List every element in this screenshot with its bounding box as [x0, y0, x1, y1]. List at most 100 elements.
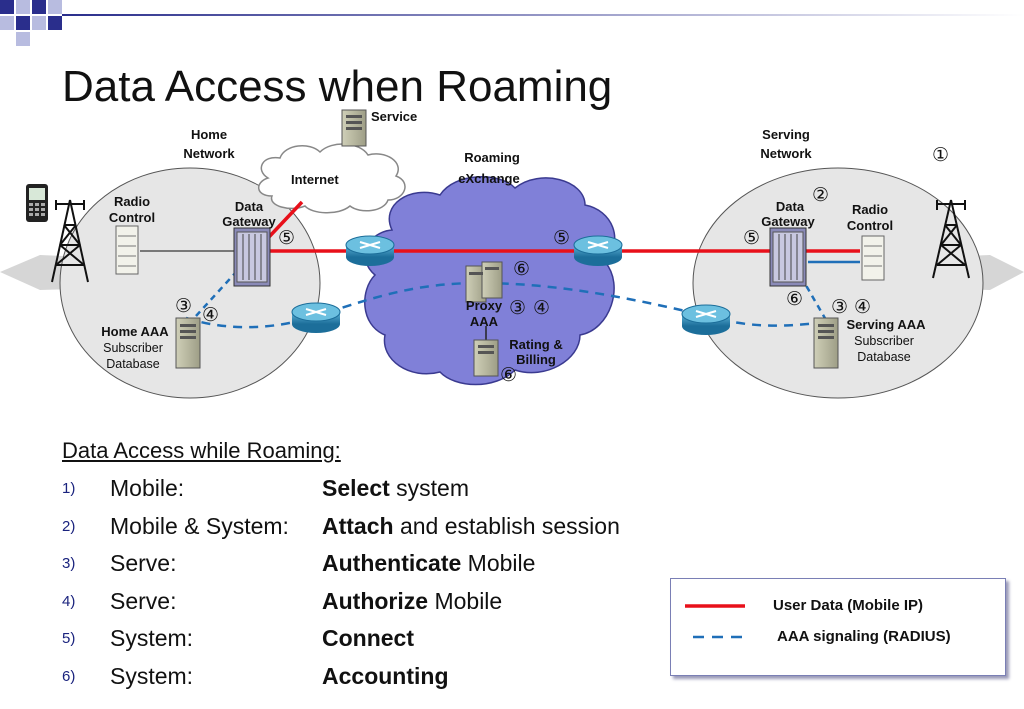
- home-data-gateway-icon: [233, 227, 271, 287]
- serving-network-site: [692, 167, 984, 399]
- proxy-aaa-label-1: Proxy: [466, 298, 503, 313]
- home-aaa-sub-2: Database: [106, 357, 160, 371]
- marker-4-serving: ④: [854, 296, 871, 318]
- serving-data-gateway-label-1: Data: [776, 199, 805, 214]
- step-action-rest: and establish session: [393, 512, 620, 539]
- steps-list: Data Access while Roaming: 1) Mobile: Sele…: [62, 436, 702, 696]
- router-aaa-home: [291, 302, 341, 333]
- legend-aaa-label: AAA signaling (RADIUS): [777, 628, 951, 645]
- step-actor: System:: [110, 625, 194, 652]
- internet-cloud: [258, 143, 406, 214]
- proxy-aaa-server-icon: [465, 261, 503, 303]
- router-aaa-serving: [681, 304, 731, 335]
- home-radio-control-label-2: Control: [109, 210, 155, 225]
- step-action: Select system: [322, 470, 469, 508]
- router-serving: [573, 235, 623, 266]
- red-line-swatch: [685, 604, 745, 608]
- step-actor: System:: [110, 662, 194, 689]
- home-network-label-1: Home: [191, 127, 227, 142]
- serving-antenna-tower-icon: [932, 199, 970, 279]
- home-aaa-label: Home AAA: [101, 324, 169, 339]
- serving-data-gateway-icon: [769, 227, 807, 287]
- aaa-signaling-path: [185, 281, 827, 329]
- serving-network-label-1: Serving: [762, 127, 810, 142]
- step-action-verb: Authorize: [322, 587, 429, 614]
- step-action: Attach and establish session: [322, 508, 620, 546]
- marker-6-serving: ⑥: [786, 288, 803, 310]
- step-item: 1) Mobile: Select system: [62, 470, 702, 508]
- step-number: 3): [62, 555, 76, 573]
- steps-heading: Data Access while Roaming:: [62, 438, 341, 463]
- mobile-phone-icon: [26, 184, 48, 222]
- home-network-label-2: Network: [183, 146, 235, 161]
- internet-label: Internet: [291, 172, 339, 187]
- marker-5-serving: ⑤: [743, 227, 760, 249]
- home-data-gateway-label-1: Data: [235, 199, 264, 214]
- roaming-exchange-label-2: eXchange: [458, 171, 519, 186]
- step-action: Authenticate Mobile: [322, 545, 535, 583]
- step-action-verb: Connect: [322, 625, 414, 652]
- marker-3-home: ③: [175, 295, 192, 317]
- home-antenna-tower-icon: [51, 199, 89, 283]
- home-radio-control-label-1: Radio: [114, 194, 150, 209]
- step-number: 2): [62, 517, 76, 535]
- step-action-verb: Authenticate: [322, 550, 462, 577]
- dashed-line-swatch: [693, 635, 749, 639]
- step-action-rest: Mobile: [461, 550, 536, 577]
- serving-radio-control-label-1: Radio: [852, 202, 888, 217]
- step-action-verb: Attach: [322, 512, 394, 539]
- step-item: 2) Mobile & System: Attach and establish s…: [62, 508, 702, 546]
- step-item: 5) System: Connect: [62, 620, 702, 658]
- service-server-icon: [341, 109, 367, 147]
- step-actor: Serve:: [110, 550, 177, 577]
- legend-user-data-label: User Data (Mobile IP): [773, 597, 924, 614]
- step-number: 6): [62, 667, 76, 685]
- roaming-diagram: Service Internet Home Network Serving Ne…: [0, 109, 1024, 399]
- service-label: Service: [371, 109, 417, 124]
- step-item: 4) Serve: Authorize Mobile: [62, 583, 702, 621]
- step-action-rest: Mobile: [428, 587, 503, 614]
- home-data-gateway-label-2: Gateway: [222, 214, 276, 229]
- step-number: 1): [62, 480, 76, 497]
- step-actor: Serve:: [110, 587, 177, 614]
- serving-radio-control-icon: [861, 235, 885, 281]
- user-data-link-internet: [266, 200, 304, 240]
- step-item: 3) Serve: Authenticate Mobile: [62, 545, 702, 583]
- step-action: Authorize Mobile: [322, 583, 502, 621]
- legend-row-user-data: User Data (Mobile IP): [671, 596, 1005, 616]
- serving-aaa-sub-1: Subscriber: [854, 334, 914, 348]
- home-aaa-sub-1: Subscriber: [103, 341, 163, 355]
- step-item: 6)System:Accounting: [62, 658, 702, 696]
- step-actor: Mobile & System:: [110, 512, 289, 539]
- serving-radio-control-label-2: Control: [847, 218, 893, 233]
- step-action-verb: Select: [322, 475, 390, 501]
- legend-row-aaa: AAA signaling (RADIUS): [671, 627, 1005, 647]
- step-number: 5): [62, 630, 76, 648]
- router-home: [345, 235, 395, 266]
- serving-aaa-label: Serving AAA: [847, 317, 927, 332]
- serving-aaa-sub-2: Database: [857, 350, 911, 364]
- legend: User Data (Mobile IP) AAA signaling (RAD…: [670, 578, 1006, 676]
- marker-3-proxy: ③: [509, 297, 526, 319]
- corner-decoration: [0, 0, 62, 46]
- marker-4-home: ④: [202, 304, 219, 326]
- proxy-aaa-label-2: AAA: [470, 314, 499, 329]
- serving-network-label-2: Network: [760, 146, 812, 161]
- marker-5-exchange: ⑤: [553, 227, 570, 249]
- serving-data-gateway-label-2: Gateway: [761, 214, 815, 229]
- marker-6-billing: ⑥: [500, 364, 517, 386]
- marker-6-proxy: ⑥: [513, 258, 530, 280]
- home-aaa-server-icon: [175, 317, 201, 369]
- step-action: Connect: [322, 620, 414, 658]
- rating-billing-label-1: Rating &: [509, 337, 562, 352]
- home-radio-control-icon: [115, 225, 139, 275]
- step-actor: Mobile:: [110, 475, 185, 501]
- marker-2: ②: [812, 184, 829, 206]
- marker-3-serving: ③: [831, 296, 848, 318]
- marker-5-home: ⑤: [278, 227, 295, 249]
- step-number: 4): [62, 592, 76, 610]
- marker-1: ①: [932, 144, 949, 166]
- step-rows: 1) Mobile: Select system 2) Mobile & System:…: [62, 470, 702, 696]
- aaa-serving-gateway-link: [798, 274, 828, 321]
- slide-title: Data Access when Roaming: [62, 62, 613, 111]
